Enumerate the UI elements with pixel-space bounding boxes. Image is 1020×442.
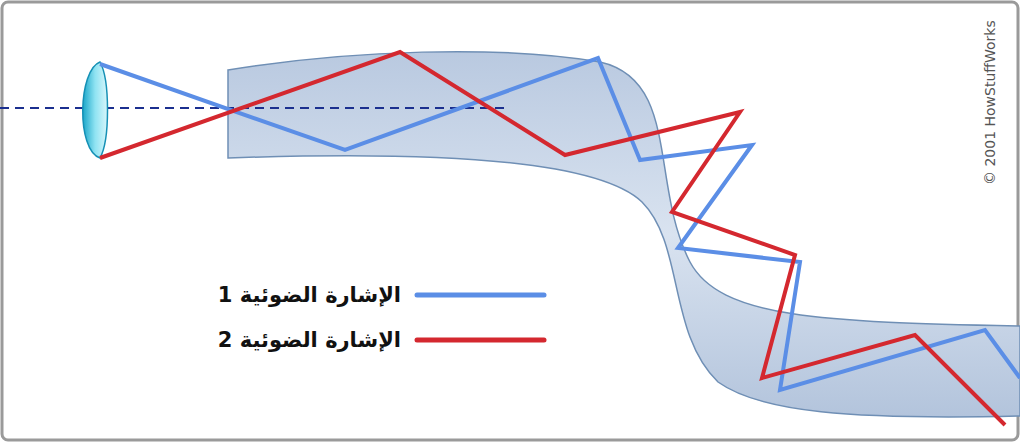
legend-swatch [413,288,548,302]
legend-entry: الإشارة الضوئية 1 [218,283,548,307]
optical-axis [0,107,510,109]
legend-swatch [413,333,548,347]
legend-text: الإشارة الضوئية 2 [218,328,401,352]
optical-fiber [228,52,1020,417]
legend-entry: الإشارة الضوئية 2 [218,328,548,352]
legend-text: الإشارة الضوئية 1 [218,283,401,307]
watermark: © 2001 HowStuffWorks [982,20,998,185]
light-ray-2 [100,52,1005,425]
lens [83,62,108,158]
